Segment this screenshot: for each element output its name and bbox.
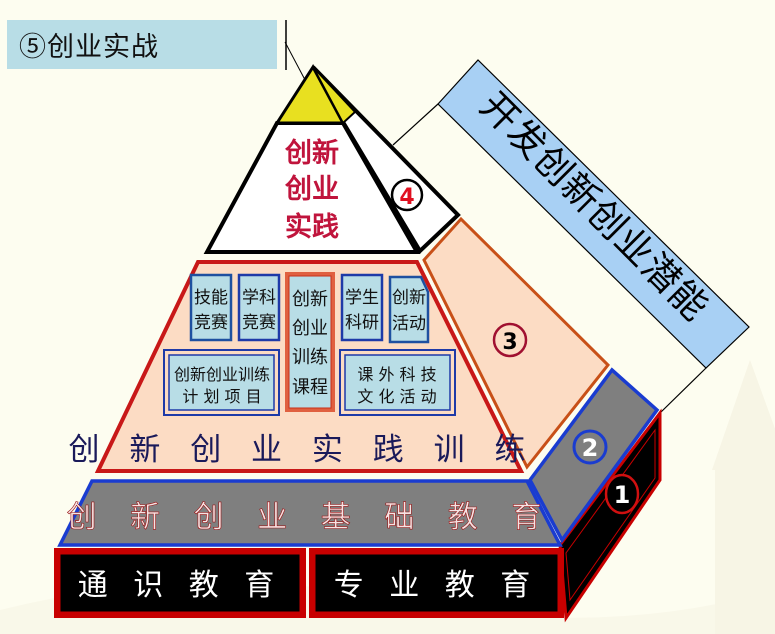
layer-apex: 创新 创业 实践 [203,64,461,255]
svg-text:学生: 学生 [345,288,379,308]
box-training-plan: 创新创业训练 计 划 项 目 [163,349,280,416]
svg-text:4: 4 [399,185,414,210]
box-student-research: 学生 科研 [340,273,384,342]
svg-text:计 划 项 目: 计 划 项 目 [182,387,261,406]
apex-line-2: 创业 [284,174,339,205]
layer-practice-training: 创 新 创 业 实 践 训 练 [69,216,611,473]
box-skill-competition: 技能 竞赛 [189,273,233,342]
box-subject-competition: 学科 竞赛 [237,273,281,342]
badge-1: 1 [604,473,640,515]
banner-connector [392,103,439,146]
box-extracurricular: 课 外 科 技 文 化 活 动 [339,349,456,416]
banner-connector [659,367,707,414]
svg-text:1: 1 [614,481,631,509]
general-education-label: 通 识 教 育 [78,568,283,603]
svg-text:学科: 学科 [242,288,276,308]
apex-line-1: 创新 [284,137,339,169]
svg-text:技能: 技能 [194,288,228,308]
badge-4: 4 [390,178,424,212]
svg-text:活动: 活动 [392,314,426,334]
box-innovation-activity: 创新 活动 [388,275,430,344]
section-title: ⑤创业实战 [19,32,159,63]
badge-3: 3 [492,322,528,358]
svg-text:创业: 创业 [292,318,328,339]
svg-text:2: 2 [582,434,599,462]
svg-text:课程: 课程 [292,377,328,398]
badge-2: 2 [572,429,608,465]
practice-training-label: 创 新 创 业 实 践 训 练 [69,432,536,468]
svg-text:3: 3 [502,330,517,355]
svg-text:创新: 创新 [392,288,426,308]
svg-text:创新创业训练: 创新创业训练 [174,365,270,384]
svg-text:竞赛: 竞赛 [194,312,228,333]
svg-text:课 外 科 技: 课 外 科 技 [357,365,436,384]
section-title-box: ⑤创业实战 [7,20,277,69]
svg-text:文 化 活 动: 文 化 活 动 [357,387,436,406]
professional-education-label: 专 业 教 育 [334,568,539,603]
box-course: 创新 创业 训练 课程 [285,272,335,412]
layer-base: 通 识 教 育 专 业 教 育 [54,408,662,623]
svg-text:训练: 训练 [292,347,328,368]
svg-text:创新: 创新 [292,289,328,310]
svg-text:竞赛: 竞赛 [242,312,276,333]
basic-education-label: 创 新 创 业 基 础 教 育 [67,500,554,535]
apex-line-3: 实践 [285,211,339,243]
svg-text:科研: 科研 [345,313,379,333]
